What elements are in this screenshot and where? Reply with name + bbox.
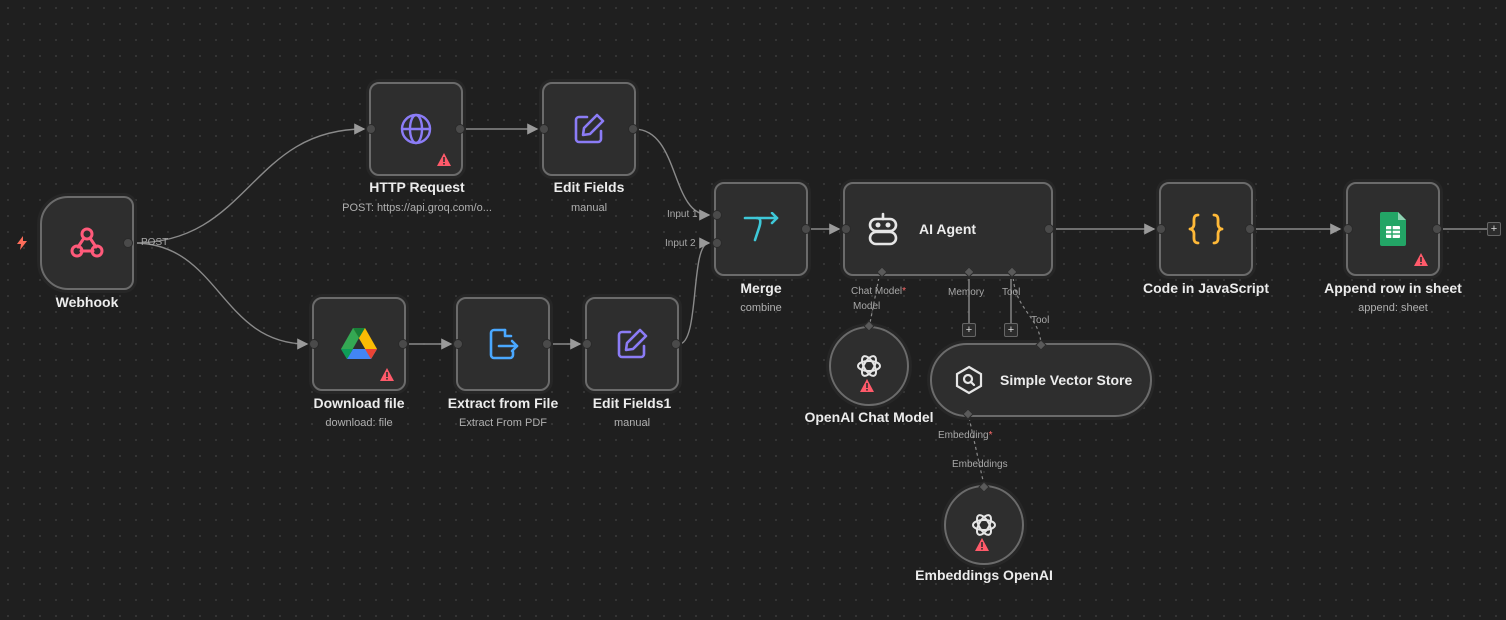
edge-webhook-http [133,123,366,244]
edit-fields1-title: Edit Fields1 [592,395,672,411]
http-request-subtitle: POST: https://api.groq.com/o... [342,202,492,214]
code-output-handle[interactable] [1245,224,1255,234]
openai-icon [849,346,889,386]
download-file-title: Download file [313,395,405,411]
edge-tool-vector [1012,271,1042,346]
node-append-row[interactable] [1346,182,1440,276]
code-js-title: Code in JavaScript [1142,280,1270,296]
extract-input-handle[interactable] [453,339,463,349]
required-marker: * [902,286,907,297]
add-next-node-button[interactable]: + [1487,222,1501,236]
merge-input2-handle[interactable] [712,238,722,248]
add-tool-button[interactable]: + [1004,323,1018,337]
edit-fields-output-handle[interactable] [628,124,638,134]
warning-icon [380,368,394,381]
edge-embed-vector [967,412,985,486]
warning-icon [437,153,451,166]
google-sheets-icon [1373,209,1413,249]
edge-edit1-merge [678,237,711,345]
trigger-bolt-icon [17,236,27,250]
warning-icon [1414,253,1428,266]
embedding-port-label: Embedding* [938,430,993,441]
http-output-handle[interactable] [455,124,465,134]
code-input-handle[interactable] [1156,224,1166,234]
node-download-file[interactable] [312,297,406,391]
ai-agent-title: AI Agent [919,221,977,237]
http-input-handle[interactable] [366,124,376,134]
robot-icon [863,209,903,249]
node-simple-vector-store[interactable]: Simple Vector Store [930,343,1152,417]
node-code-javascript[interactable] [1159,182,1253,276]
node-extract-from-file[interactable] [456,297,550,391]
append-row-subtitle: append: sheet [1358,302,1428,314]
edit-fields1-subtitle: manual [613,417,651,429]
merge-input2-label: Input 2 [665,238,696,249]
webhook-title: Webhook [55,294,119,310]
curly-braces-icon [1186,209,1226,249]
edit-fields1-input-handle[interactable] [582,339,592,349]
chat-model-label-text: Chat Model [851,286,903,297]
extract-output-handle[interactable] [542,339,552,349]
tool-port-label: Tool [1002,287,1021,298]
openai-icon [964,505,1004,545]
append-output-handle[interactable] [1432,224,1442,234]
merge-input1-handle[interactable] [712,210,722,220]
merge-title: Merge [740,280,782,296]
add-memory-button[interactable]: + [962,323,976,337]
globe-icon [396,109,436,149]
edge-chatmodel-agent [868,271,881,329]
file-export-icon [483,324,523,364]
pencil-square-icon [569,109,609,149]
extract-from-file-subtitle: Extract From PDF [458,417,548,429]
append-input-handle[interactable] [1343,224,1353,234]
node-edit-fields[interactable] [542,82,636,176]
node-http-request[interactable] [369,82,463,176]
node-webhook[interactable] [40,196,134,290]
vector-tool-label: Tool [1031,315,1050,326]
chat-model-port-label: Chat Model* [851,286,906,297]
simple-vector-store-title: Simple Vector Store [1000,372,1133,388]
edge-edit-merge [633,128,711,221]
openai-chat-model-title: OpenAI Chat Model [804,409,934,425]
node-embeddings-openai[interactable] [944,485,1024,565]
download-output-handle[interactable] [398,339,408,349]
http-request-title: HTTP Request [369,179,465,195]
append-row-title: Append row in sheet [1324,280,1462,296]
embeddings-port-label: Embeddings [952,459,1008,470]
ai-agent-input-handle[interactable] [841,224,851,234]
required-marker: * [988,430,993,441]
merge-output-handle[interactable] [801,224,811,234]
memory-port-label: Memory [948,287,985,298]
node-openai-chat-model[interactable] [829,326,909,406]
edit-fields1-output-handle[interactable] [671,339,681,349]
extract-from-file-title: Extract from File [447,395,559,411]
pencil-square-icon [612,324,652,364]
edge-webhook-download [133,242,309,350]
ai-agent-output-handle[interactable] [1044,224,1054,234]
node-merge[interactable] [714,182,808,276]
edit-fields-title: Edit Fields [553,179,625,195]
model-port-label: Model [853,301,881,312]
webhook-output-handle[interactable] [123,238,133,248]
embeddings-openai-title: Embeddings OpenAI [915,567,1053,583]
merge-icon [741,209,781,249]
node-ai-agent[interactable]: AI Agent [843,182,1053,276]
embedding-label-text: Embedding [938,430,989,441]
node-edit-fields1[interactable] [585,297,679,391]
merge-input1-label: Input 1 [667,209,698,220]
edit-fields-subtitle: manual [570,202,608,214]
vector-store-icon [954,365,984,395]
merge-subtitle: combine [740,302,782,314]
warning-icon [975,538,989,551]
webhook-icon [67,223,107,263]
warning-icon [860,379,874,392]
download-file-subtitle: download: file [325,417,393,429]
edit-fields-input-handle[interactable] [539,124,549,134]
webhook-post-label: POST [141,237,169,248]
google-drive-icon [339,324,379,364]
download-input-handle[interactable] [309,339,319,349]
